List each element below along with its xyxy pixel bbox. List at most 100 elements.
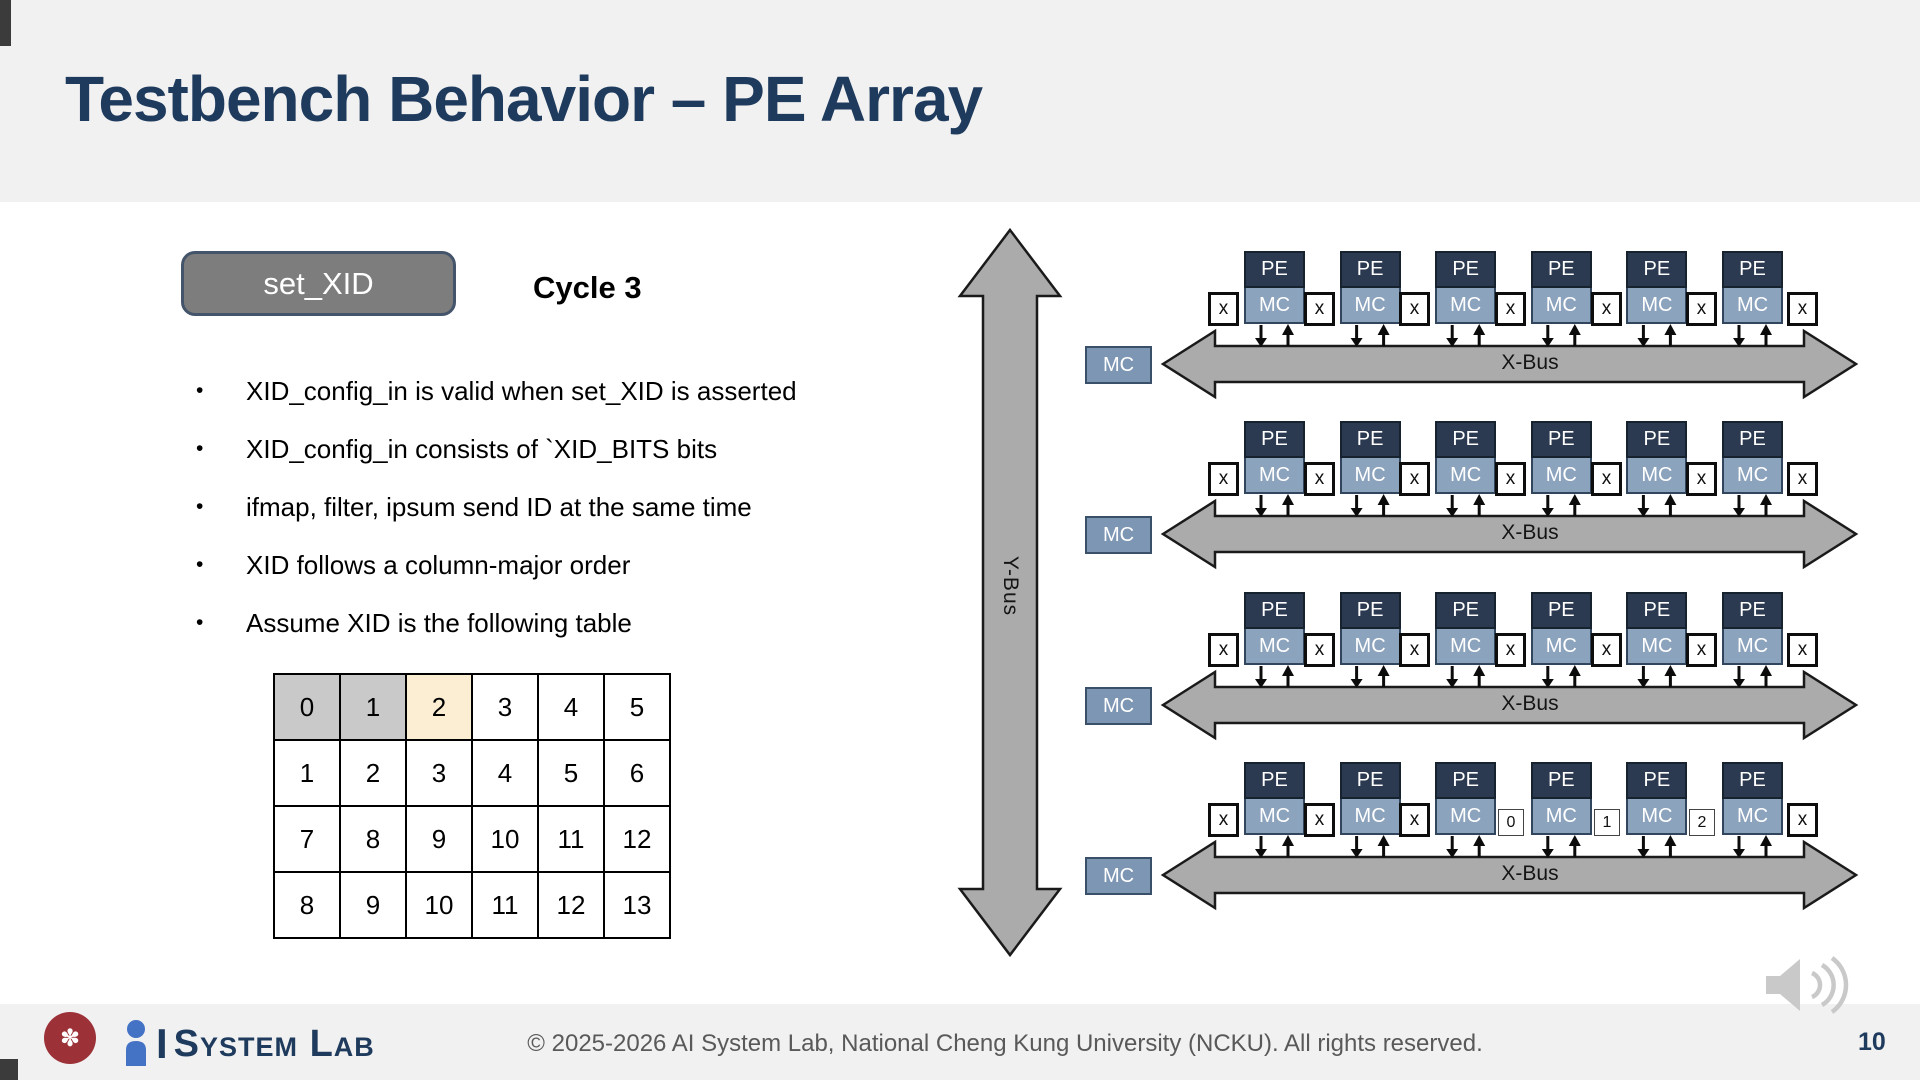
ai-system-lab-logo: I System Lab <box>122 1018 375 1066</box>
set-xid-label: set_XID <box>263 265 374 301</box>
logo-name-text: System Lab <box>173 1023 375 1065</box>
xid-cell: 9 <box>405 805 473 873</box>
window-corner-bottom-left <box>0 1059 18 1080</box>
mc-box: MC <box>1722 629 1783 665</box>
bullet-text: Assume XID is the following table <box>246 607 632 638</box>
bullet-dot: • <box>196 437 204 460</box>
mc-box: MC <box>1626 799 1688 835</box>
xid-cell: 2 <box>405 673 473 741</box>
x-register-box: x <box>1787 633 1818 667</box>
x-register-box: x <box>1591 633 1622 667</box>
x-register-box: x <box>1399 292 1430 326</box>
x-bus-arrow <box>1160 324 1859 400</box>
x-register-box: x <box>1304 633 1335 667</box>
x-register-box: x <box>1304 292 1335 326</box>
mc-box: MC <box>1435 629 1497 665</box>
mc-box: MC <box>1244 288 1305 324</box>
mc-box: MC <box>1626 629 1688 665</box>
mc-box: MC <box>1722 799 1783 835</box>
xid-cell: 10 <box>471 805 539 873</box>
x-register-box: x <box>1686 292 1717 326</box>
xid-value-box: 2 <box>1689 809 1715 836</box>
x-register-box: x <box>1686 633 1717 667</box>
bullet-text: ifmap, filter, ipsum send ID at the same… <box>246 491 752 522</box>
x-register-box: x <box>1208 462 1239 496</box>
xid-cell: 11 <box>471 871 539 939</box>
mc-box: MC <box>1435 799 1497 835</box>
xid-cell: 7 <box>273 805 341 873</box>
pe-box: PE <box>1244 762 1305 799</box>
xid-cell: 0 <box>273 673 341 741</box>
xid-cell: 4 <box>471 739 539 807</box>
x-bus-arrow <box>1160 494 1859 570</box>
xid-cell: 6 <box>603 739 671 807</box>
xid-value-box: 1 <box>1594 809 1620 836</box>
mc-box: MC <box>1339 799 1401 835</box>
x-register-box: x <box>1399 462 1430 496</box>
x-register-box: x <box>1208 803 1239 837</box>
y-bus-arrow <box>957 227 1063 958</box>
mc-side-box: MC <box>1085 687 1152 725</box>
bullet-item: • ifmap, filter, ipsum send ID at the sam… <box>190 478 797 536</box>
bullet-item: • XID_config_in is valid when set_XID is … <box>190 362 797 420</box>
pe-box: PE <box>1244 251 1305 288</box>
bullet-text: XID_config_in consists of `XID_BITS bits <box>246 433 718 464</box>
xid-cell: 3 <box>405 739 473 807</box>
pe-box: PE <box>1435 251 1497 288</box>
bullet-dot: • <box>196 495 204 518</box>
footer-band <box>0 1004 1920 1080</box>
x-register-box: x <box>1591 292 1622 326</box>
cycle-label: Cycle 3 <box>533 270 642 305</box>
pe-box: PE <box>1722 251 1783 288</box>
ncku-emblem-logo: ✽ <box>44 1012 96 1064</box>
xid-cell: 8 <box>273 871 341 939</box>
bullet-item: • XID_config_in consists of `XID_BITS bit… <box>190 420 797 478</box>
mc-box: MC <box>1339 629 1401 665</box>
emblem-flower-icon: ✽ <box>59 1024 81 1052</box>
xid-cell: 1 <box>339 673 407 741</box>
page-title: Testbench Behavior – PE Array <box>65 63 983 135</box>
x-register-box: x <box>1591 462 1622 496</box>
mc-side-box: MC <box>1085 857 1152 895</box>
mc-box: MC <box>1244 629 1305 665</box>
bullet-text: XID_config_in is valid when set_XID is a… <box>246 375 797 406</box>
x-register-box: x <box>1495 633 1526 667</box>
mc-side-box: MC <box>1085 346 1152 384</box>
x-register-box: x <box>1399 633 1430 667</box>
bullet-text: XID follows a column-major order <box>246 549 631 580</box>
mc-box: MC <box>1722 288 1783 324</box>
x-register-box: x <box>1787 803 1818 837</box>
speaker-icon[interactable] <box>1764 956 1866 1014</box>
pe-box: PE <box>1339 592 1401 629</box>
bullet-dot: • <box>196 611 204 634</box>
pe-box: PE <box>1435 421 1497 458</box>
x-register-box: x <box>1787 292 1818 326</box>
pe-box: PE <box>1530 592 1592 629</box>
mc-box: MC <box>1626 288 1688 324</box>
pe-box: PE <box>1530 762 1592 799</box>
copyright-text: © 2025-2026 AI System Lab, National Chen… <box>527 1030 1483 1057</box>
mc-box: MC <box>1530 288 1592 324</box>
xid-cell: 8 <box>339 805 407 873</box>
xid-cell: 5 <box>537 739 605 807</box>
page-number: 10 <box>1858 1028 1886 1056</box>
bullet-dot: • <box>196 379 204 402</box>
x-bus-label: X-Bus <box>1501 351 1559 374</box>
pe-box: PE <box>1435 592 1497 629</box>
xid-cell: 3 <box>471 673 539 741</box>
x-bus-label: X-Bus <box>1501 521 1559 544</box>
